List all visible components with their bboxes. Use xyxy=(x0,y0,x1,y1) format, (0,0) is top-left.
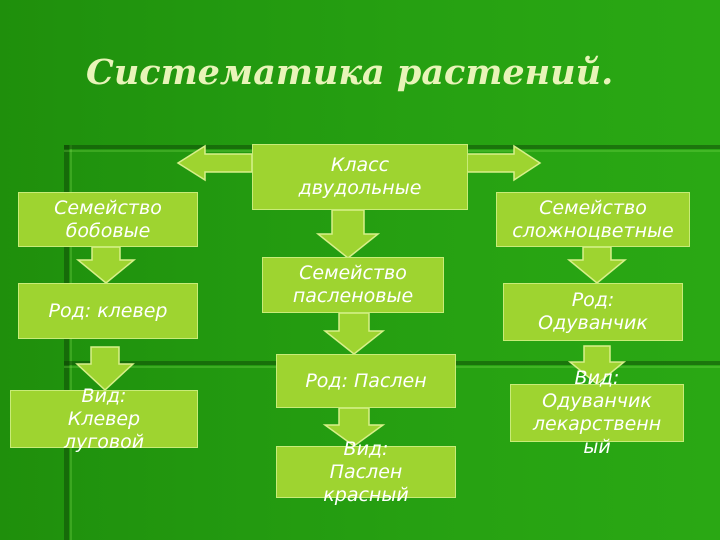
page-title: Систематика растений. xyxy=(86,52,614,93)
node-family-composite: Семейство сложноцветные xyxy=(496,192,690,247)
arrow-class-to-nightshade xyxy=(315,209,381,259)
arrow-nightshade-to-species xyxy=(322,407,386,447)
node-family-legumes: Семейство бобовые xyxy=(18,192,198,247)
background-stripe xyxy=(64,145,69,540)
arrow-clover-to-species xyxy=(75,346,135,392)
arrow-legumes-to-clover xyxy=(75,246,137,284)
node-species-dandelion: Вид: Одуванчик лекарственн ый xyxy=(510,367,684,458)
node-class-dicots: Класс двудольные xyxy=(252,144,468,210)
node-family-nightshade: Семейство пасленовые xyxy=(262,257,444,313)
node-genus-clover: Род: клевер xyxy=(18,283,198,339)
node-species-clover: Вид: Клевер луговой xyxy=(10,385,198,453)
arrow-class-to-composite xyxy=(466,144,542,182)
arrow-nightshade-to-genus xyxy=(322,312,386,355)
background-stripe xyxy=(70,145,72,540)
node-species-nightshade: Вид: Паслен красный xyxy=(276,438,456,506)
arrow-composite-to-dandelion xyxy=(566,246,628,284)
arrow-class-to-legumes xyxy=(176,144,253,182)
node-genus-nightshade: Род: Паслен xyxy=(276,354,456,408)
arrow-dandelion-to-species xyxy=(567,345,627,385)
node-genus-dandelion: Род: Одуванчик xyxy=(503,283,683,341)
